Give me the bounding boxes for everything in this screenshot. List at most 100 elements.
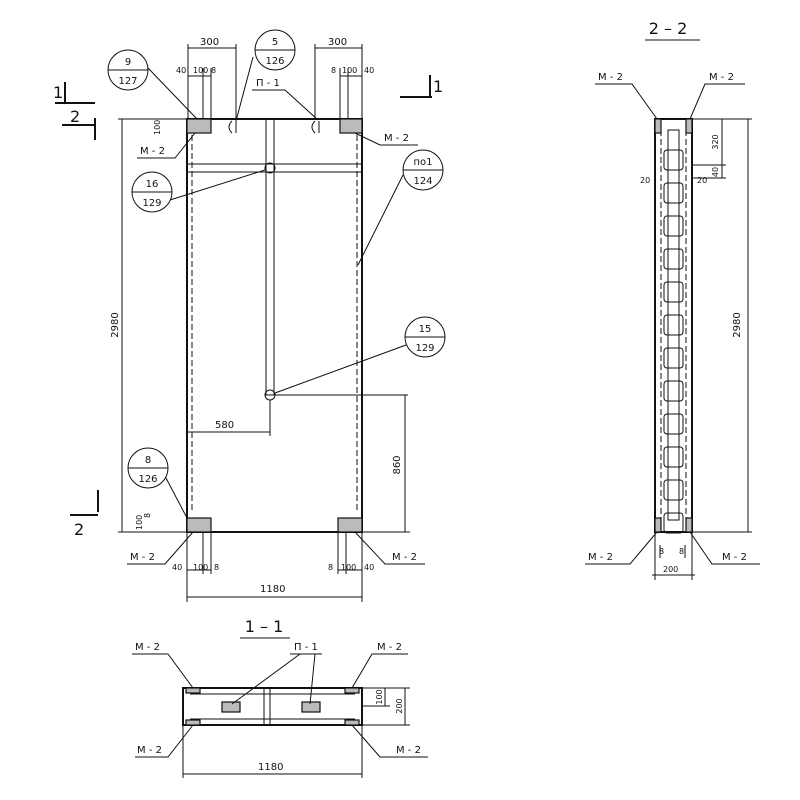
dim-300-left: 300: [200, 37, 219, 48]
dim-40-right: 40: [364, 66, 374, 75]
label-p1-s11: П - 1: [231, 642, 322, 705]
svg-text:М - 2: М - 2: [130, 552, 155, 563]
section-mark-1-left: 1: [53, 82, 95, 104]
dim-100-vertical-top: 100: [153, 120, 162, 135]
svg-text:15: 15: [419, 324, 432, 335]
section-2-2-rib: [663, 215, 684, 237]
svg-text:1: 1: [53, 83, 63, 102]
svg-text:М - 2: М - 2: [384, 133, 409, 144]
dim-40-bottom-left: 40: [172, 563, 182, 572]
section-2-2-view: 2 – 2 320 40 20 20 2980 8 8 200 М - 2 М …: [585, 19, 760, 580]
embedded-plate-bottom-right: [337, 517, 363, 533]
svg-text:9: 9: [125, 57, 131, 68]
section-2-2-rib: [663, 446, 684, 468]
dim-1180: 1180: [260, 584, 285, 595]
section-2-2-rib: [663, 413, 684, 435]
dim-1180-s11: 1180: [258, 762, 283, 773]
svg-text:М - 2: М - 2: [598, 72, 623, 83]
label-m2-top-right: М - 2: [354, 132, 418, 146]
svg-text:М - 2: М - 2: [722, 552, 747, 563]
vertical-rib: [265, 118, 275, 396]
rib-node-top: [264, 162, 276, 174]
svg-text:М - 2: М - 2: [140, 146, 165, 157]
svg-text:129: 129: [142, 198, 161, 209]
callout-9-127: 9 127: [107, 49, 198, 120]
dim-2980-s22: 2980: [732, 312, 743, 337]
section-2-2-rib: [663, 248, 684, 270]
section-mark-2-top: 2: [62, 107, 96, 140]
dim-lines-580-860: [187, 394, 410, 533]
dim-100-s11: 100: [375, 689, 384, 704]
section-2-2-rib: [663, 149, 684, 171]
dim-8-vertical-bottom: 8: [143, 513, 152, 518]
svg-text:5: 5: [272, 37, 278, 48]
svg-text:126: 126: [138, 474, 157, 485]
svg-text:по1: по1: [413, 157, 432, 168]
dim-line-2980: [118, 118, 187, 533]
label-m2-s11-bottom-left: М - 2: [135, 724, 194, 758]
dim-100-bottom-right: 100: [341, 563, 356, 572]
section-2-2-rib: [663, 182, 684, 204]
svg-text:М - 2: М - 2: [392, 552, 417, 563]
label-m2-s11-top-left: М - 2: [132, 642, 194, 689]
dim-100-left: 100: [193, 66, 208, 75]
svg-text:М - 2: М - 2: [709, 72, 734, 83]
bottom-dimension-lines: [186, 532, 363, 602]
svg-text:М - 2: М - 2: [137, 745, 162, 756]
dim-200-s22: 200: [663, 565, 678, 574]
label-m2-top-left: М - 2: [137, 132, 196, 159]
label-m2-bottom-left: М - 2: [127, 531, 194, 565]
svg-text:М - 2: М - 2: [377, 642, 402, 653]
svg-text:2: 2: [74, 520, 84, 539]
top-dimension-lines: [187, 44, 363, 119]
svg-text:126: 126: [265, 56, 284, 67]
svg-text:16: 16: [146, 179, 159, 190]
section-2-2-rib: [663, 314, 684, 336]
embedded-plate-top-left: [186, 118, 212, 134]
elevation-view: 300 300 40 100 8 8 100 40 2980 100 8 100…: [53, 29, 446, 602]
dim-300-right: 300: [328, 37, 347, 48]
embedded-plate-top-right: [339, 118, 363, 134]
lifting-loops: [228, 120, 320, 134]
dim-200-s11: 200: [395, 698, 404, 713]
label-p1-top: П - 1: [252, 78, 319, 121]
dim-8-s22-left: 8: [659, 547, 664, 556]
section-2-2-rib: [663, 512, 684, 534]
dim-40-bottom-right: 40: [364, 563, 374, 572]
label-m2-s11-bottom-right: М - 2: [351, 724, 428, 758]
section-2-2-rib: [663, 281, 684, 303]
svg-text:М - 2: М - 2: [396, 745, 421, 756]
dim-580: 580: [215, 420, 234, 431]
dim-8-left: 8: [211, 66, 216, 75]
dim-100-bottom-left: 100: [193, 563, 208, 572]
callout-5-126: 5 126: [235, 29, 296, 122]
section-mark-2-bottom: 2: [70, 490, 99, 539]
dim-8-bottom-left: 8: [214, 563, 219, 572]
section-2-2-rib: [663, 479, 684, 501]
callout-15-129: 15 129: [274, 316, 446, 394]
svg-text:П - 1: П - 1: [294, 642, 318, 653]
section-mark-1-right: 1: [400, 75, 443, 98]
svg-text:129: 129: [415, 343, 434, 354]
svg-text:П - 1: П - 1: [256, 78, 280, 89]
dim-2980: 2980: [110, 312, 121, 337]
dim-8-right: 8: [331, 66, 336, 75]
label-m2-s22-top-right: М - 2: [689, 72, 745, 120]
section-2-2-title: 2 – 2: [649, 19, 688, 38]
dim-860: 860: [392, 455, 403, 474]
dim-320: 320: [711, 134, 720, 149]
label-m2-s22-bottom-left: М - 2: [585, 531, 658, 565]
svg-text:127: 127: [118, 76, 137, 87]
label-m2-s22-bottom-right: М - 2: [689, 531, 760, 565]
callout-8-126: 8 126: [127, 447, 188, 519]
svg-text:1: 1: [433, 77, 443, 96]
label-m2-bottom-right: М - 2: [354, 531, 425, 565]
dim-8-s22-right: 8: [679, 547, 684, 556]
svg-text:М - 2: М - 2: [135, 642, 160, 653]
dim-20-right: 20: [697, 176, 707, 185]
dim-20-left: 20: [640, 176, 650, 185]
dim-8-bottom-right: 8: [328, 563, 333, 572]
callout-po1-124: по1 124: [357, 149, 444, 266]
label-m2-s11-top-right: М - 2: [351, 642, 408, 689]
